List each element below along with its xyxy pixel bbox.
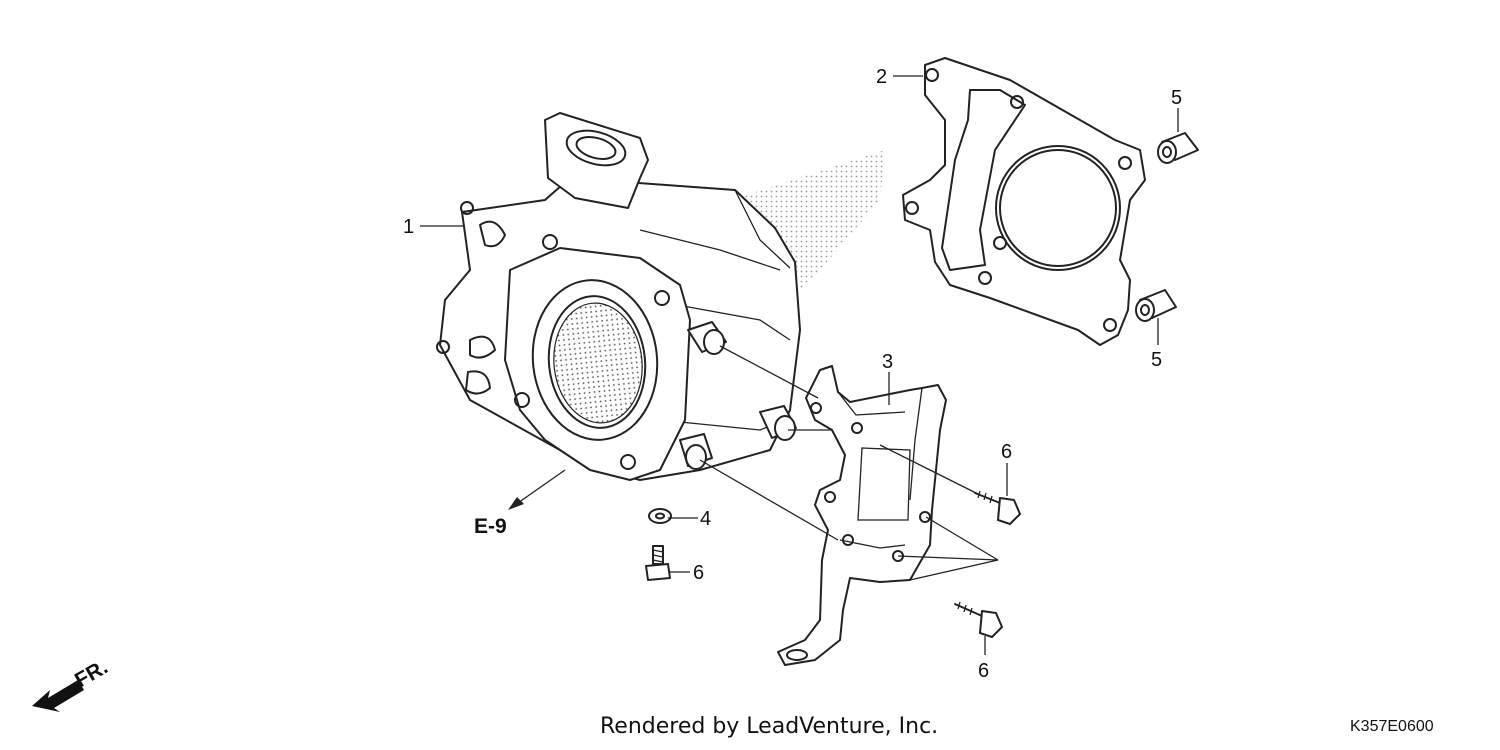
gasket-part[interactable] — [902, 57, 1146, 346]
callout-3[interactable]: 3 — [882, 351, 893, 373]
reference-arrow — [508, 469, 566, 510]
bolt-right-lower[interactable] — [954, 601, 1003, 638]
gasket-bore — [995, 145, 1121, 271]
diagram-code: K357E0600 — [1350, 718, 1434, 735]
cylinder-boss-lower — [679, 433, 713, 470]
footer-credit: Rendered by LeadVenture, Inc. — [600, 714, 938, 739]
washer-part[interactable] — [648, 508, 672, 524]
dowel-pin-upper[interactable] — [1157, 132, 1199, 164]
cylinder-boss-middle — [759, 405, 797, 441]
bracket-outline — [777, 365, 947, 666]
callout-5-lower[interactable]: 5 — [1151, 349, 1162, 371]
callout-6-left[interactable]: 6 — [693, 562, 704, 584]
bolt-right-upper[interactable] — [974, 490, 1021, 525]
front-direction-arrow: FR. — [32, 655, 112, 712]
dowel-pin-lower[interactable] — [1135, 289, 1177, 322]
cylinder-exhaust-port — [544, 112, 649, 209]
callout-2[interactable]: 2 — [876, 66, 887, 88]
bracket-part[interactable] — [777, 365, 947, 666]
callout-6-right-upper[interactable]: 6 — [1001, 441, 1012, 463]
callout-5-upper[interactable]: 5 — [1171, 87, 1182, 109]
cylinder-boss-upper — [687, 321, 727, 355]
bolt-left[interactable] — [645, 545, 671, 581]
cylinder-part[interactable] — [436, 112, 885, 481]
cylinder-bore — [553, 302, 643, 424]
callout-4[interactable]: 4 — [700, 508, 711, 530]
callout-6-right-lower[interactable]: 6 — [978, 660, 989, 682]
leader-lines — [420, 75, 1179, 655]
gasket-outline — [902, 57, 1146, 346]
reference-label[interactable]: E-9 — [474, 515, 507, 538]
callout-1[interactable]: 1 — [403, 216, 414, 238]
